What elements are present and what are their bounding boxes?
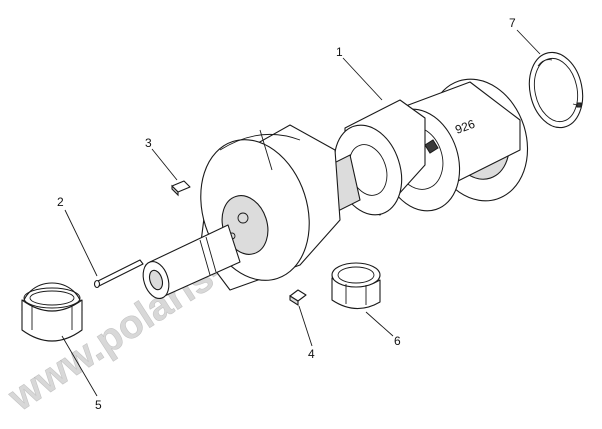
callout-4: 4 [308, 347, 315, 361]
part-2-pin [93, 259, 144, 289]
callout-labels: 1 2 3 4 5 6 7 [57, 16, 516, 412]
leader-7 [516, 29, 541, 55]
callout-5: 5 [95, 398, 102, 412]
part-3-key [171, 180, 191, 197]
leader-6 [365, 311, 394, 337]
leader-4 [298, 305, 313, 347]
leader-3 [151, 148, 178, 181]
leader-lines [61, 29, 541, 397]
part-6-bearing [331, 262, 381, 310]
callout-1: 1 [336, 45, 343, 59]
callout-2: 2 [57, 195, 64, 209]
part-4-key [289, 289, 307, 306]
part-stamp: 926 [453, 117, 477, 137]
part-7-thrust-ring [528, 51, 584, 129]
callout-6: 6 [394, 334, 401, 348]
leader-1 [342, 57, 383, 101]
part-1-crankshaft: 926 [142, 78, 529, 299]
callout-3: 3 [145, 136, 152, 150]
leader-5 [61, 335, 98, 397]
callout-7: 7 [509, 16, 516, 30]
part-5-bearing [21, 282, 83, 342]
leader-2 [64, 209, 98, 277]
